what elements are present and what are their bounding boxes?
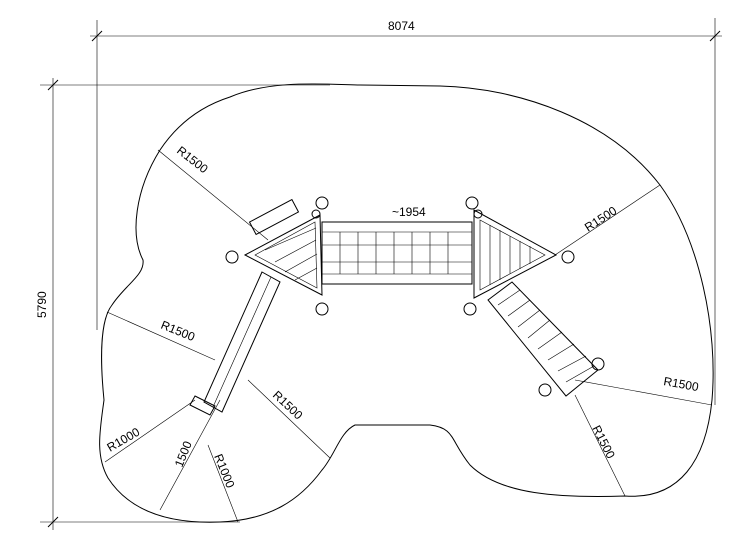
radius-label: R1500 [270,388,306,423]
slide [189,271,281,416]
bridge-length-label: ~1954 [392,205,426,219]
radius-label: R1500 [159,318,197,344]
width-dimension [90,18,722,405]
height-dimension-label: 5790 [35,291,49,318]
slide-runout-label: 1500 [172,439,195,469]
radius-label: R1500 [582,203,620,234]
radius-label: R1500 [662,374,700,394]
radius-label: R1000 [211,452,237,490]
width-dimension-label: 8074 [388,19,415,33]
safety-zone-outline [99,83,714,523]
stairs [487,281,599,397]
bridge [321,221,473,285]
right-platform [473,209,558,299]
radius-leaders [104,149,713,523]
radius-label: R1000 [105,425,143,455]
radius-label: R1500 [589,423,618,461]
left-platform [243,198,323,296]
radius-label: R1500 [174,143,211,176]
posts [225,196,605,397]
